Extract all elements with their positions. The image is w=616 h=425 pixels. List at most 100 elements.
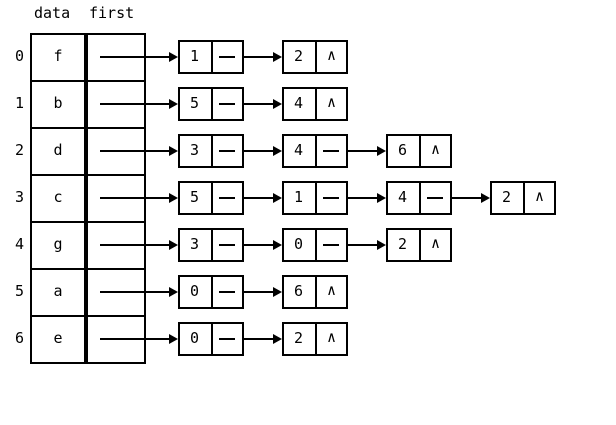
table-cell-data-5 [30,268,86,317]
table-cell-first-5 [86,268,146,317]
chain-node-value-0-0: 1 [189,46,200,65]
table-cell-data-3 [30,174,86,223]
table-cell-data-value-2: d [53,140,63,159]
chain-node-value-4-1: 0 [293,234,304,253]
chain-node-nil-0-1: ∧ [326,45,337,64]
chain-node-value-1-1: 4 [293,93,304,112]
pointer-arrowhead-1 [169,98,178,109]
pointer-stub-6 [100,337,169,340]
pointer-stub-5 [100,290,169,293]
table-cell-first-6 [86,315,146,364]
chain-link-2-0 [244,149,273,152]
pointer-stub-3 [100,196,169,199]
pointer-arrowhead-6 [169,333,178,344]
chain-node-value-3-1: 1 [293,187,304,206]
chain-link-6-0 [244,337,273,340]
chain-node-nil-5-1: ∧ [326,280,337,299]
row-index-5: 5 [14,281,24,300]
chain-node-divider-3-0 [211,180,213,215]
chain-node-value-0-1: 2 [293,46,304,65]
chain-link-arrowhead-3-2 [481,192,490,203]
chain-node-divider-4-1 [315,227,317,262]
chain-link-arrowhead-6-0 [273,333,282,344]
table-cell-first-0 [86,33,146,82]
chain-link-arrowhead-2-0 [273,145,282,156]
row-index-1: 1 [14,93,24,112]
chain-node-pointer-stub-3-1 [323,196,339,199]
pointer-arrowhead-3 [169,192,178,203]
table-cell-data-value-5: a [53,281,63,300]
chain-link-arrowhead-1-0 [273,98,282,109]
chain-node-divider-0-0 [211,39,213,74]
chain-link-arrowhead-3-1 [377,192,386,203]
chain-link-3-1 [348,196,377,199]
chain-link-arrowhead-5-0 [273,286,282,297]
pointer-arrowhead-0 [169,51,178,62]
row-index-6: 6 [14,328,24,347]
chain-node-pointer-stub-0-0 [219,55,235,58]
table-cell-first-3 [86,174,146,223]
chain-node-divider-0-1 [315,39,317,74]
chain-link-arrowhead-3-0 [273,192,282,203]
row-index-3: 3 [14,187,24,206]
chain-link-3-2 [452,196,481,199]
chain-node-value-2-1: 4 [293,140,304,159]
table-cell-data-value-0: f [53,46,63,65]
chain-node-divider-4-0 [211,227,213,262]
chain-link-4-0 [244,243,273,246]
chain-node-pointer-stub-2-0 [219,149,235,152]
chain-node-nil-4-2: ∧ [430,233,441,252]
chain-node-divider-6-0 [211,321,213,356]
chain-link-arrowhead-0-0 [273,51,282,62]
pointer-arrowhead-2 [169,145,178,156]
chain-node-pointer-stub-6-0 [219,337,235,340]
chain-node-pointer-stub-3-2 [427,196,443,199]
chain-node-divider-6-1 [315,321,317,356]
row-index-2: 2 [14,140,24,159]
table-cell-data-value-1: b [53,93,63,112]
chain-node-nil-6-1: ∧ [326,327,337,346]
chain-link-3-0 [244,196,273,199]
chain-node-divider-2-1 [315,133,317,168]
chain-node-nil-3-3: ∧ [534,186,545,205]
chain-node-divider-2-0 [211,133,213,168]
chain-node-value-5-1: 6 [293,281,304,300]
chain-link-4-1 [348,243,377,246]
table-cell-data-value-4: g [53,234,63,253]
chain-node-nil-1-1: ∧ [326,92,337,111]
chain-link-1-0 [244,102,273,105]
chain-node-value-6-1: 2 [293,328,304,347]
chain-node-divider-5-0 [211,274,213,309]
chain-node-value-2-2: 6 [397,140,408,159]
chain-node-divider-3-2 [419,180,421,215]
chain-node-pointer-stub-2-1 [323,149,339,152]
table-cell-data-value-3: c [53,187,63,206]
pointer-arrowhead-5 [169,286,178,297]
chain-node-value-6-0: 0 [189,328,200,347]
chain-node-value-2-0: 3 [189,140,200,159]
chain-link-5-0 [244,290,273,293]
table-cell-data-6 [30,315,86,364]
pointer-stub-1 [100,102,169,105]
chain-link-arrowhead-4-0 [273,239,282,250]
chain-link-2-1 [348,149,377,152]
table-cell-first-1 [86,80,146,129]
table-cell-first-4 [86,221,146,270]
chain-node-pointer-stub-3-0 [219,196,235,199]
chain-node-pointer-stub-5-0 [219,290,235,293]
chain-node-divider-4-2 [419,227,421,262]
table-cell-data-value-6: e [53,328,63,347]
chain-node-divider-3-3 [523,180,525,215]
pointer-stub-2 [100,149,169,152]
chain-link-arrowhead-2-1 [377,145,386,156]
chain-node-divider-5-1 [315,274,317,309]
chain-node-pointer-stub-1-0 [219,102,235,105]
chain-node-value-3-3: 2 [501,187,512,206]
row-index-4: 4 [14,234,24,253]
chain-node-divider-2-2 [419,133,421,168]
row-index-0: 0 [14,46,24,65]
chain-node-value-4-0: 3 [189,234,200,253]
chain-node-divider-1-1 [315,86,317,121]
table-cell-data-1 [30,80,86,129]
